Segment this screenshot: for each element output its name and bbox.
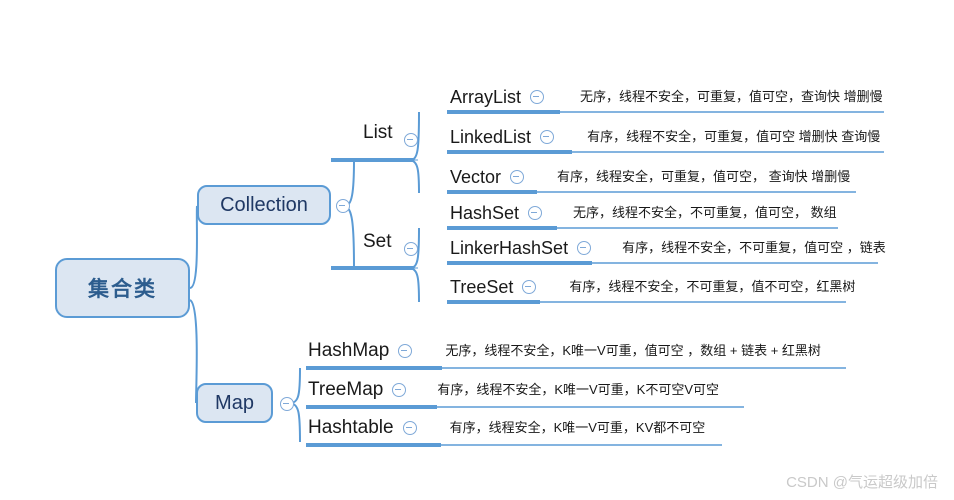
leaf-linkedlist-desc: 有序，线程不安全，可重复，值可空 增删快 查询慢 <box>587 129 881 144</box>
group-label-set[interactable]: Set <box>363 231 392 253</box>
connector-collection-set <box>344 205 355 269</box>
leaf-hashtable-name: Hashtable <box>308 417 394 438</box>
leaf-hashmap-name: HashMap <box>308 340 390 361</box>
root-node-label: 集合类 <box>88 278 157 301</box>
leaf-arraylist[interactable]: ArrayList 无序，线程不安全，可重复，值可空，查询快 增删慢 <box>450 86 883 108</box>
leaf-treeset-name: TreeSet <box>450 277 514 297</box>
collapse-icon-hashset[interactable] <box>528 206 543 220</box>
collapse-icon-hashmap[interactable] <box>398 344 413 358</box>
leaf-vector-name: Vector <box>450 167 502 187</box>
leaf-vector-desc: 有序，线程安全，可重复，值可空， 查询快 增删慢 <box>557 169 851 184</box>
leaf-hashset-desc: 无序，线程不安全，不可重复，值可空， 数组 <box>573 205 837 220</box>
leaf-arraylist-name: ArrayList <box>450 87 522 107</box>
collapse-icon-treeset[interactable] <box>522 280 537 294</box>
collapse-icon-linkedlist[interactable] <box>540 130 555 144</box>
branch-node-collection-label: Collection <box>220 193 308 216</box>
leaf-hashtable[interactable]: Hashtable 有序，线程安全，K唯一V可重，KV都不可空 <box>308 417 705 439</box>
collapse-icon-collection[interactable] <box>336 199 350 213</box>
group-label-set-text: Set <box>363 231 392 252</box>
leaf-treemap-name: TreeMap <box>308 379 384 400</box>
collapse-icon-vector[interactable] <box>510 170 525 184</box>
collapse-icon-set[interactable] <box>404 242 418 256</box>
connector-list-vector <box>409 159 420 194</box>
collapse-icon-list[interactable] <box>404 133 418 147</box>
collapse-icon-hashtable[interactable] <box>402 421 417 435</box>
collapse-icon-map[interactable] <box>280 397 294 411</box>
leaf-hashset[interactable]: HashSet 无序，线程不安全，不可重复，值可空， 数组 <box>450 202 837 224</box>
leaf-linkedlist[interactable]: LinkedList 有序，线程不安全，可重复，值可空 增删快 查询慢 <box>450 126 880 148</box>
leaf-treemap-desc: 有序，线程不安全，K唯一V可重，K不可空V可空 <box>437 382 720 397</box>
group-label-list[interactable]: List <box>363 122 393 144</box>
leaf-linkerhashset[interactable]: LinkerHashSet 有序，线程不安全，不可重复，值可空 ，链表 <box>450 237 886 259</box>
group-label-list-text: List <box>363 122 393 143</box>
leaf-treeset[interactable]: TreeSet 有序，线程不安全，不可重复，值不可空，红黑树 <box>450 276 855 298</box>
leaf-treemap[interactable]: TreeMap 有序，线程不安全，K唯一V可重，K不可空V可空 <box>308 379 719 401</box>
leaf-linkerhashset-desc: 有序，线程不安全，不可重复，值可空 ，链表 <box>622 240 886 255</box>
root-node[interactable]: 集合类 <box>55 258 190 318</box>
leaf-linkerhashset-name: LinkerHashSet <box>450 238 569 258</box>
collapse-icon-arraylist[interactable] <box>530 90 545 104</box>
branch-node-map[interactable]: Map <box>196 383 273 423</box>
leaf-linkedlist-name: LinkedList <box>450 127 532 147</box>
branch-node-collection[interactable]: Collection <box>197 185 331 225</box>
collapse-icon-treemap[interactable] <box>392 383 407 397</box>
branch-node-map-label: Map <box>215 391 254 414</box>
leaf-hashmap-desc: 无序，线程不安全，K唯一V可重，值可空 ，数组 + 链表 + 红黑树 <box>445 343 821 358</box>
leaf-hashset-name: HashSet <box>450 203 520 223</box>
connector-root-collection <box>189 205 198 289</box>
leaf-treeset-desc: 有序，线程不安全，不可重复，值不可空，红黑树 <box>569 279 856 294</box>
leaf-hashtable-desc: 有序，线程安全，K唯一V可重，KV都不可空 <box>449 420 706 435</box>
leaf-vector[interactable]: Vector 有序，线程安全，可重复，值可空， 查询快 增删慢 <box>450 166 850 188</box>
connector-root-map <box>189 299 198 404</box>
collapse-icon-linkerhashset[interactable] <box>577 241 592 255</box>
connector-set-treeset <box>409 267 420 303</box>
leaf-hashmap[interactable]: HashMap 无序，线程不安全，K唯一V可重，值可空 ，数组 + 链表 + 红… <box>308 340 821 362</box>
leaf-arraylist-desc: 无序，线程不安全，可重复，值可空，查询快 增删慢 <box>580 89 883 104</box>
watermark: CSDN @气运超级加倍 <box>786 474 938 491</box>
